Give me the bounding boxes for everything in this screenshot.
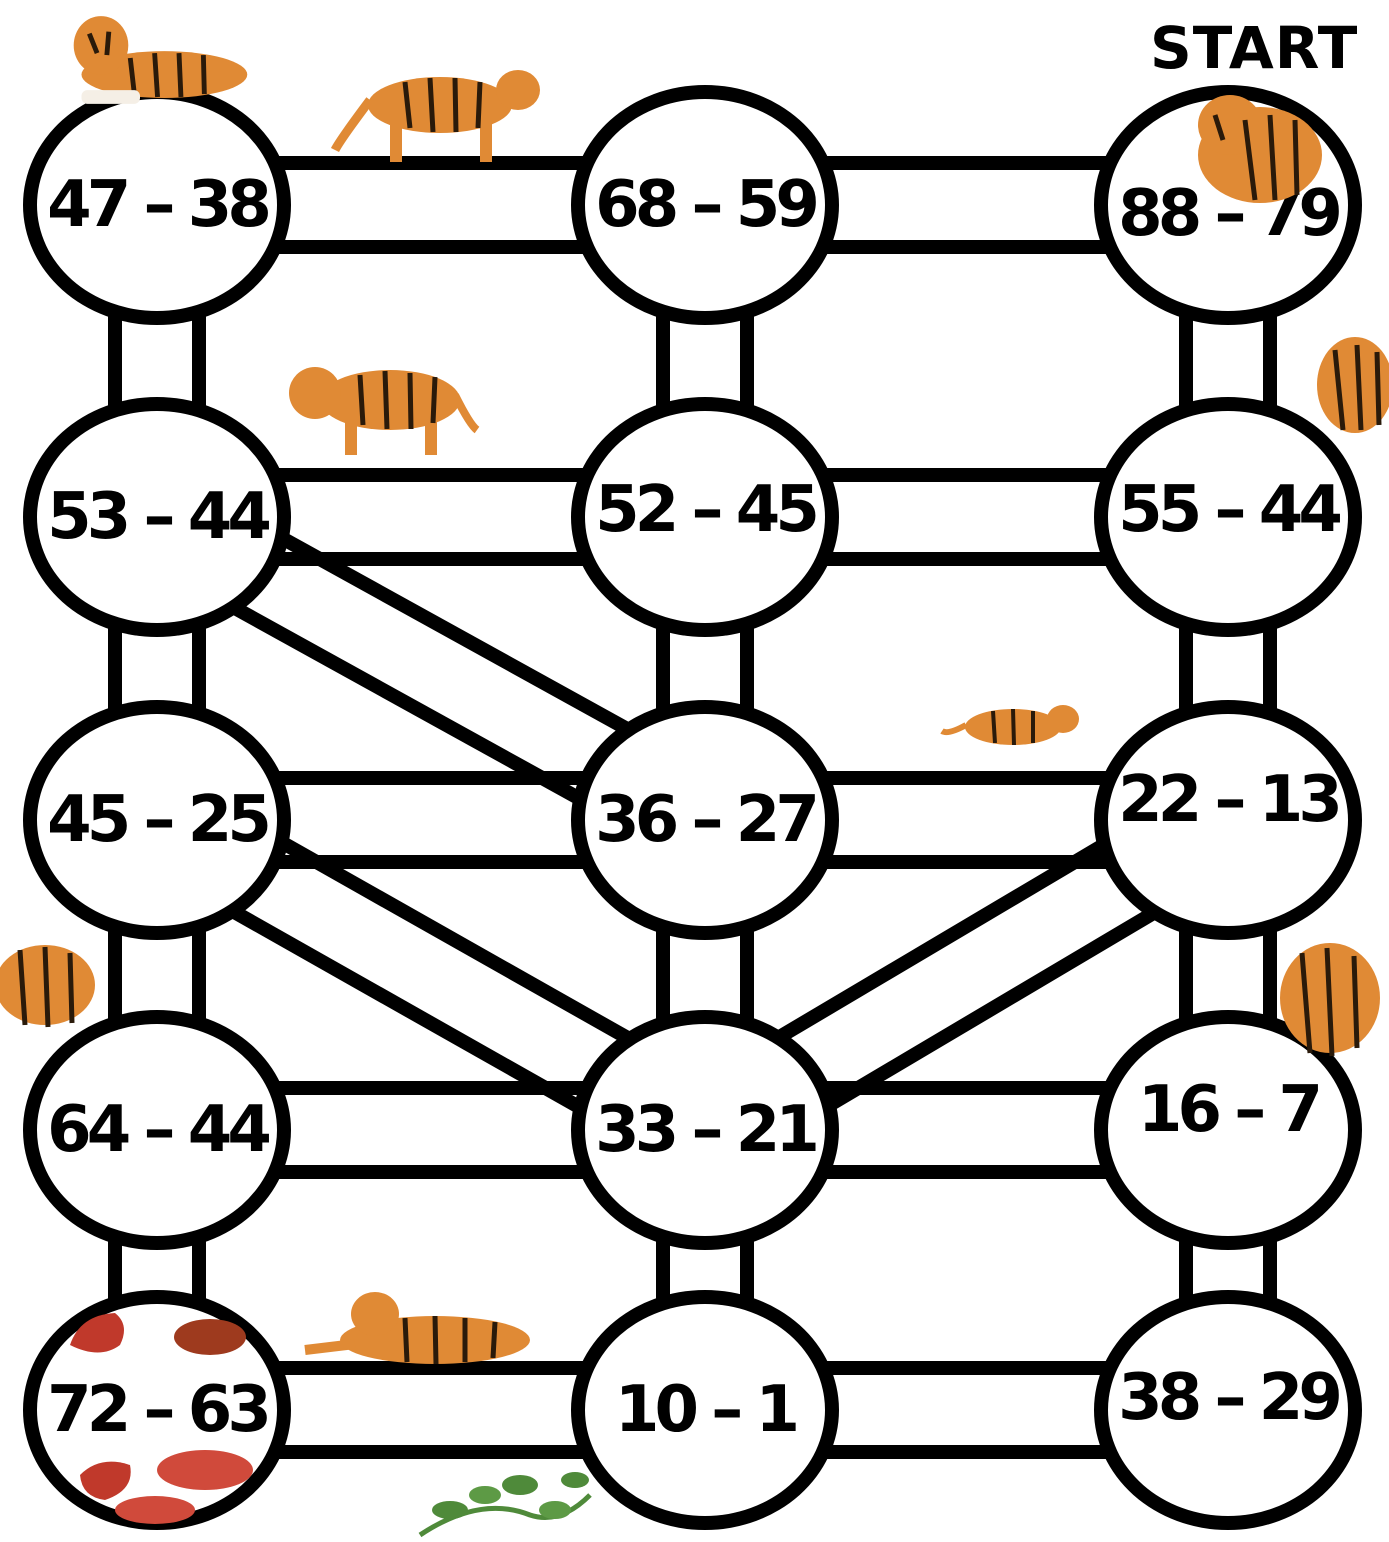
node-label: 53 – 44 bbox=[47, 480, 272, 554]
tiger-icon bbox=[304, 1292, 530, 1365]
node-label: 10 – 1 bbox=[614, 1373, 800, 1447]
start-label: START bbox=[1150, 14, 1359, 82]
node-label: 55 – 44 bbox=[1118, 473, 1343, 547]
maze-node-r3c0[interactable]: 64 – 44 bbox=[23, 1010, 291, 1250]
node-label: 22 – 13 bbox=[1118, 763, 1343, 837]
tiger-icon bbox=[1280, 943, 1380, 1057]
tiger-icon bbox=[330, 70, 540, 162]
maze-node-r1c0[interactable]: 53 – 44 bbox=[23, 397, 291, 637]
maze-node-r4c2[interactable]: 38 – 29 bbox=[1094, 1290, 1362, 1530]
node-label: 68 – 59 bbox=[595, 168, 820, 242]
maze-node-r0c1[interactable]: 68 – 59 bbox=[571, 85, 839, 325]
plant-icon bbox=[418, 1472, 592, 1538]
node-label: 52 – 45 bbox=[595, 473, 820, 547]
maze-node-r3c1[interactable]: 33 – 21 bbox=[571, 1010, 839, 1250]
tiger-icon bbox=[1317, 337, 1389, 433]
node-label: 47 – 38 bbox=[47, 168, 272, 242]
meat-icon bbox=[70, 1313, 253, 1524]
node-label: 16 – 7 bbox=[1137, 1073, 1323, 1147]
maze-node-r4c1[interactable]: 10 – 1 bbox=[571, 1290, 839, 1530]
maze-node-r2c0[interactable]: 45 – 25 bbox=[23, 700, 291, 940]
maze-node-r0c0[interactable]: 47 – 38 bbox=[23, 85, 291, 325]
tiger-icon bbox=[940, 705, 1079, 746]
maze-node-r2c2[interactable]: 22 – 13 bbox=[1094, 700, 1362, 940]
node-label: 45 – 25 bbox=[47, 783, 272, 857]
maze-node-r2c1[interactable]: 36 – 27 bbox=[571, 700, 839, 940]
maze-node-r1c1[interactable]: 52 – 45 bbox=[571, 397, 839, 637]
tiger-icon bbox=[289, 367, 480, 455]
node-label: 38 – 29 bbox=[1118, 1361, 1343, 1435]
node-label: 64 – 44 bbox=[47, 1093, 272, 1167]
tiger-icon bbox=[1198, 95, 1322, 203]
tiger-icon bbox=[73, 16, 248, 104]
node-label: 72 – 63 bbox=[47, 1373, 272, 1447]
node-label: 36 – 27 bbox=[595, 783, 820, 857]
tiger-icon bbox=[0, 945, 95, 1028]
node-label: 33 – 21 bbox=[595, 1093, 820, 1167]
